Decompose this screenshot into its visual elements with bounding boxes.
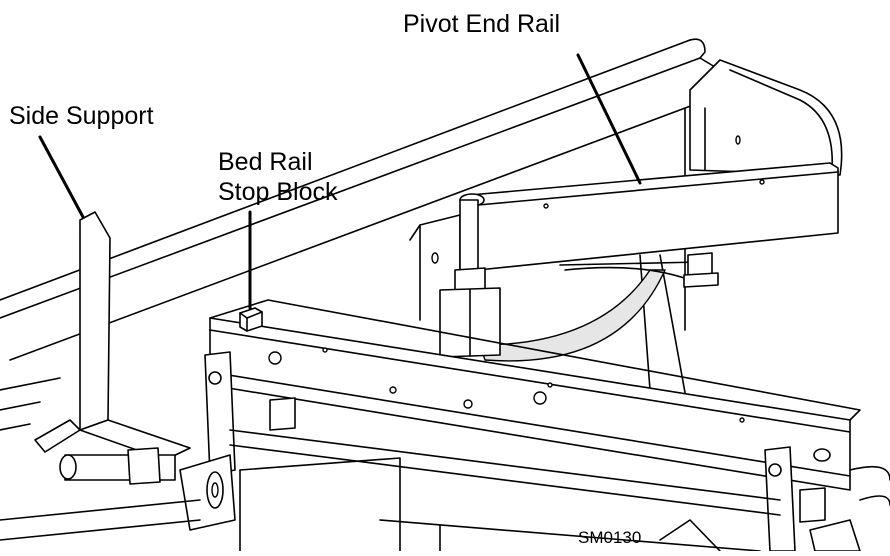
lower-frame <box>0 377 890 552</box>
label-stop-block: Stop Block <box>218 178 338 206</box>
end-brackets <box>204 351 826 552</box>
side-support <box>34 211 236 531</box>
main-bed-rail <box>209 299 861 491</box>
leader-side-support <box>38 135 85 219</box>
stop-block <box>239 307 263 332</box>
label-bed-rail: Bed Rail <box>218 148 313 176</box>
figure-code: SM0130 <box>578 528 642 547</box>
pivot-end-rail <box>459 162 839 271</box>
rear-brackets <box>409 214 691 421</box>
leader-lines <box>38 53 642 310</box>
pivot-end-plate <box>684 59 843 331</box>
label-pivot-end-rail: Pivot End Rail <box>403 10 561 38</box>
label-side-support: Side Support <box>9 102 154 130</box>
leader-pivot-end-rail <box>576 53 642 185</box>
